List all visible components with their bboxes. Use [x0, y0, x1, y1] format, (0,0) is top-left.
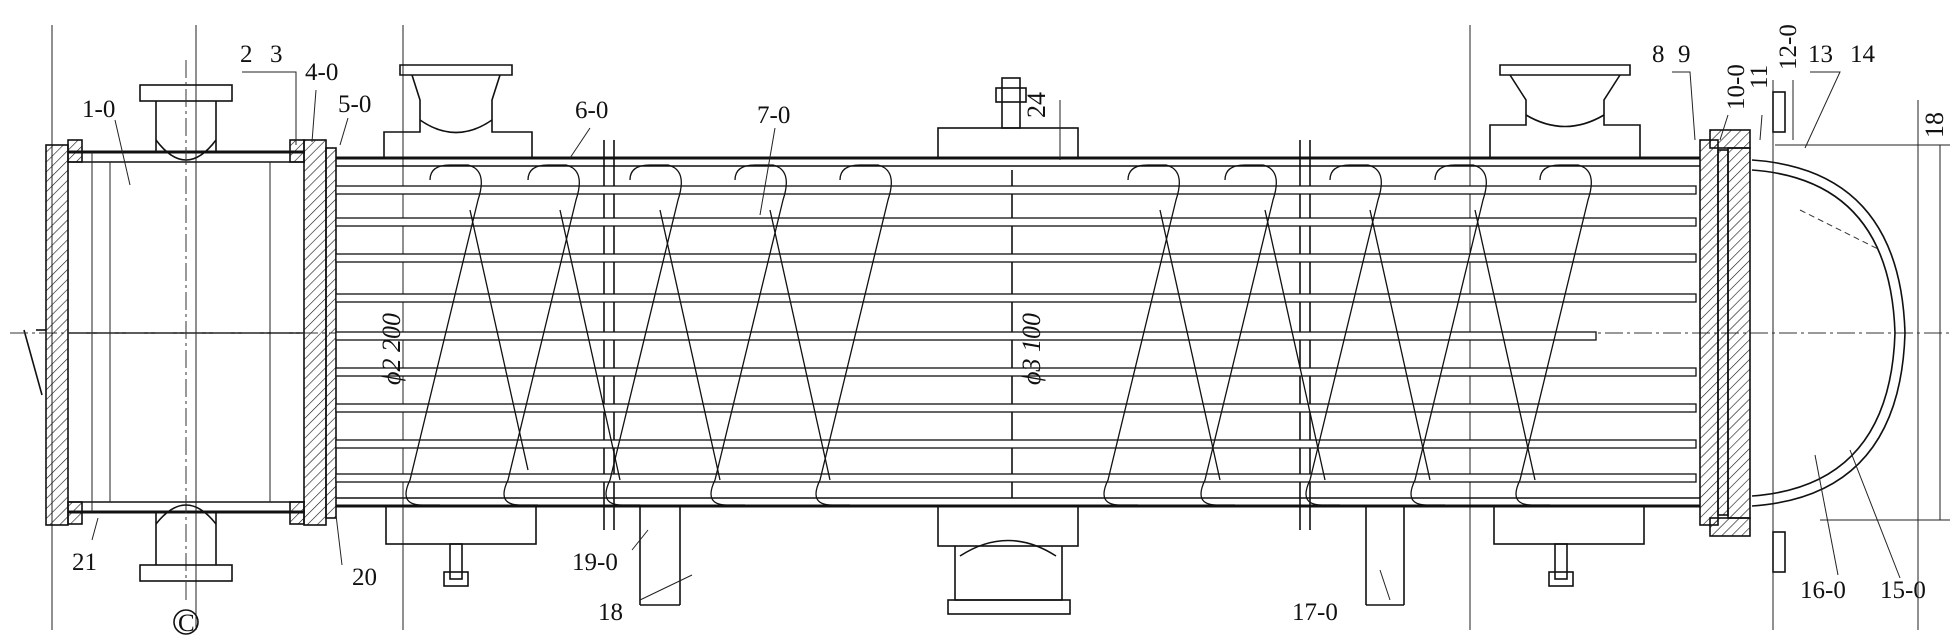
label-11: 11	[1746, 65, 1773, 89]
dim-shell-mid: ϕ3 100	[1017, 313, 1046, 385]
label-14: 14	[1850, 41, 1876, 68]
label-13: 13	[1808, 41, 1833, 68]
tube-bundle	[335, 185, 1697, 483]
label-4-0: 4-0	[305, 59, 338, 86]
label-18: 18	[598, 599, 623, 626]
label-21: 21	[72, 549, 97, 576]
label-16-0: 16-0	[1800, 577, 1846, 604]
label-2: 2	[240, 41, 253, 68]
label-19-0: 19-0	[572, 549, 618, 576]
label-8: 8	[1652, 41, 1665, 68]
helical-baffles	[405, 164, 1592, 506]
label-6-0: 6-0	[575, 97, 608, 124]
label-12-0: 12-0	[1775, 24, 1802, 70]
channel-body	[67, 139, 305, 525]
leader-lines	[91, 71, 1901, 601]
floating-head	[1699, 91, 1950, 573]
channel-bottom-nozzle	[139, 504, 233, 635]
channel-cover	[23, 144, 69, 526]
shell-nozzles	[383, 64, 1645, 615]
label-20: 20	[352, 564, 377, 591]
dim-shell-left: ϕ2 200	[377, 313, 406, 385]
label-9: 9	[1678, 41, 1691, 68]
dimension-labels: ϕ2 200 ϕ3 100 24 18 C	[178, 92, 1949, 637]
label-c: C	[178, 610, 195, 637]
channel-top-nozzle	[139, 60, 233, 600]
label-10-0: 10-0	[1723, 64, 1750, 110]
label-1-0: 1-0	[82, 96, 115, 123]
dim-nozzle-24: 24	[1022, 92, 1051, 118]
part-labels: 1-0 2 3 4-0 5-0 6-0 7-0 8 9 10-0 11 12-0…	[72, 24, 1926, 626]
label-5-0: 5-0	[338, 91, 371, 118]
label-7-0: 7-0	[757, 102, 790, 129]
label-17-0: 17-0	[1292, 599, 1338, 626]
label-3: 3	[270, 41, 283, 68]
dim-right-18: 18	[1920, 112, 1949, 138]
label-15-0: 15-0	[1880, 577, 1926, 604]
